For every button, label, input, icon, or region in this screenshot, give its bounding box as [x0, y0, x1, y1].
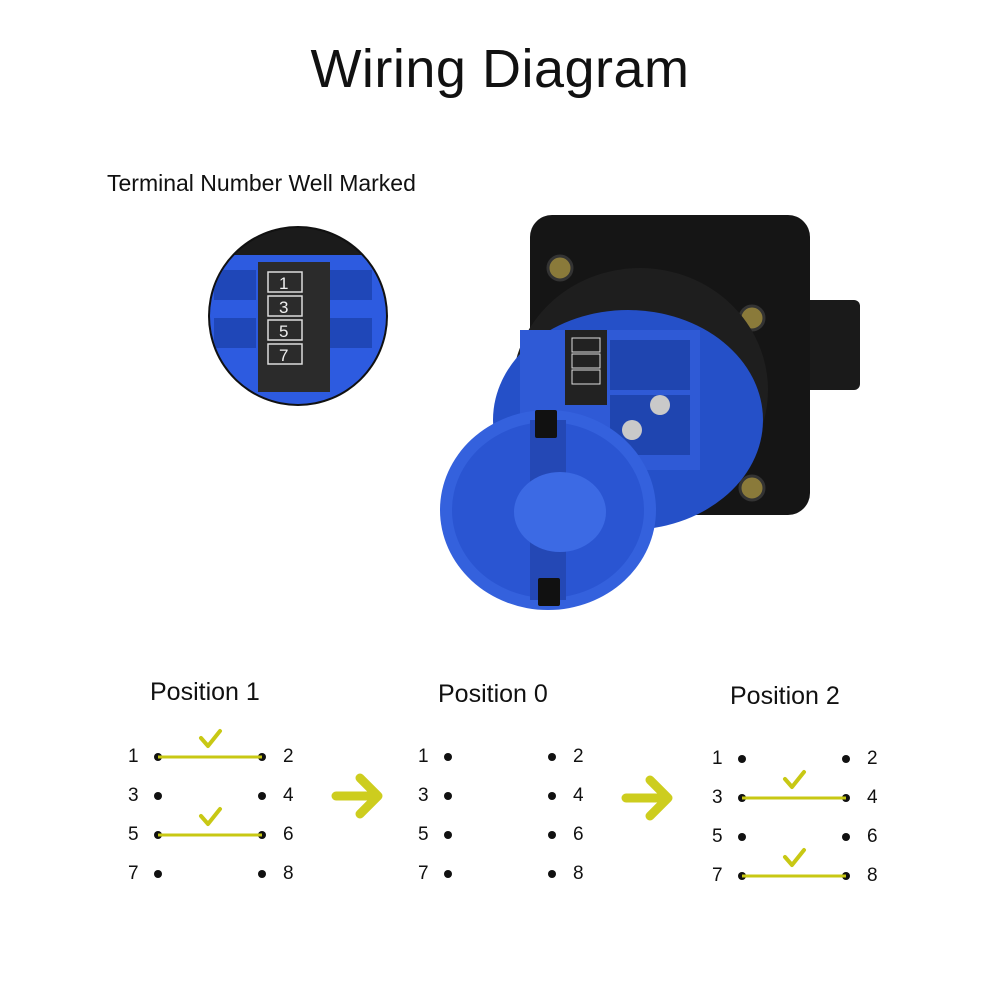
inset-mark-7: 7 — [279, 346, 288, 365]
terminal-number-right: 8 — [867, 865, 878, 886]
terminal-dot — [444, 870, 452, 878]
terminal-dot — [444, 831, 452, 839]
terminal-number-right: 6 — [283, 824, 294, 845]
check-mark-icon — [199, 729, 222, 748]
terminal-number-right: 2 — [283, 746, 294, 767]
inset-terminal-marks: 1 3 5 7 — [267, 271, 303, 365]
terminal-number-left: 5 — [712, 826, 723, 847]
terminal-dot — [842, 755, 850, 763]
terminal-number-right: 2 — [867, 748, 878, 769]
terminal-number-left: 7 — [418, 863, 429, 884]
terminal-dot — [738, 755, 746, 763]
rotary-switch-body — [440, 310, 763, 610]
terminal-number-left: 3 — [128, 785, 139, 806]
terminal-number-right: 4 — [867, 787, 878, 808]
terminal-number-right: 4 — [283, 785, 294, 806]
terminal-number-left: 3 — [418, 785, 429, 806]
terminal-dot — [154, 792, 162, 800]
subtitle: Terminal Number Well Marked — [107, 170, 416, 196]
terminal-dot — [548, 753, 556, 761]
terminal-number-left: 1 — [128, 746, 139, 767]
position-title: Position 1 — [150, 678, 260, 706]
terminal-number-left: 7 — [712, 865, 723, 886]
terminal-number-left: 5 — [418, 824, 429, 845]
terminal-dot — [258, 792, 266, 800]
terminal-number-left: 7 — [128, 863, 139, 884]
terminal-dot — [444, 792, 452, 800]
terminal-number-right: 8 — [283, 863, 294, 884]
product-illustration: 1 3 5 7 — [208, 215, 860, 610]
terminal-dot — [258, 870, 266, 878]
position-title: Position 2 — [730, 682, 840, 710]
terminal-dot — [548, 792, 556, 800]
terminal-dot — [154, 870, 162, 878]
terminal-number-right: 6 — [867, 826, 878, 847]
right-arrow-icon — [621, 775, 673, 821]
terminal-number-left: 5 — [128, 824, 139, 845]
magnified-inset: 1 3 5 7 — [208, 226, 388, 406]
check-mark-icon — [783, 770, 806, 789]
inset-mark-3: 3 — [279, 298, 288, 317]
terminal-number-left: 1 — [418, 746, 429, 767]
terminal-dot — [842, 833, 850, 841]
terminal-dot — [548, 870, 556, 878]
position-title: Position 0 — [438, 680, 548, 708]
terminal-dot — [738, 833, 746, 841]
terminal-dot — [548, 831, 556, 839]
inset-mark-1: 1 — [279, 274, 288, 293]
terminal-number-left: 3 — [712, 787, 723, 808]
terminal-number-right: 8 — [573, 863, 584, 884]
check-mark-icon — [783, 848, 806, 867]
page-title: Wiring Diagram — [310, 39, 690, 99]
terminal-number-right: 6 — [573, 824, 584, 845]
check-mark-icon — [199, 807, 222, 826]
inset-mark-5: 5 — [279, 322, 288, 341]
right-arrow-icon — [331, 773, 383, 819]
terminal-number-right: 4 — [573, 785, 584, 806]
terminal-number-left: 1 — [712, 748, 723, 769]
terminal-dot — [444, 753, 452, 761]
terminal-number-right: 2 — [573, 746, 584, 767]
